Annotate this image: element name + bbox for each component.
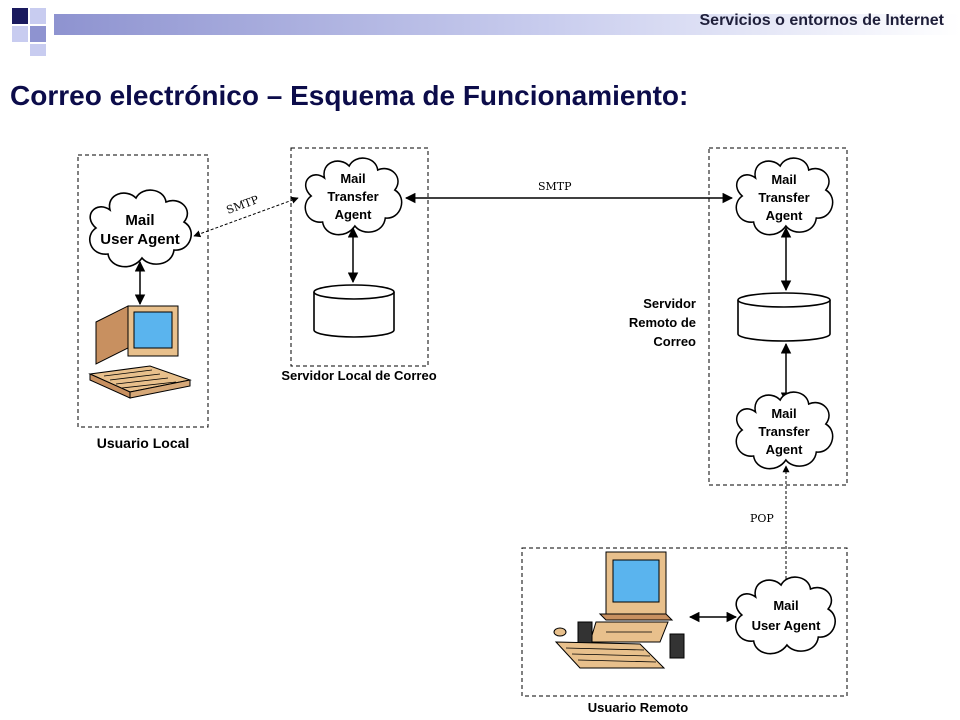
logo-square-mid (30, 26, 46, 42)
smtp-local-link (193, 196, 299, 238)
logo-square-dark (12, 8, 28, 24)
local-computer-icon (88, 305, 192, 399)
local-user-agent-line1: Mail (125, 212, 154, 229)
local-mta-line3: Agent (335, 207, 373, 222)
remote-user-agent-line1: Mail (773, 598, 798, 613)
logo-square-light-2 (12, 26, 28, 42)
slide-title: Correo electrónico – Esquema de Funciona… (10, 80, 689, 111)
local-user-agent-line2: User Agent (100, 231, 179, 248)
remote-server-label-line3: Correo (653, 334, 696, 349)
local-user-box-label: Usuario Local (97, 435, 190, 451)
logo-square-light-3 (30, 44, 46, 56)
local-server-box (290, 147, 429, 367)
pop-label: POP (750, 512, 774, 525)
remote-user-box-label: Usuario Remoto (588, 700, 688, 715)
header-bar (12, 8, 960, 56)
remote-computer-icon (553, 551, 685, 669)
local-user-box (77, 154, 209, 428)
header-title: Servicios o entornos de Internet (699, 12, 945, 29)
remote-mta-top-line3: Agent (766, 208, 804, 223)
remote-user-box (521, 547, 848, 697)
remote-server-label-line1: Servidor (643, 296, 696, 311)
remote-user-agent-line2: User Agent (752, 618, 822, 633)
remote-mta-bottom-line1: Mail (771, 406, 796, 421)
remote-mta-bottom-line3: Agent (766, 442, 804, 457)
remote-server-label-line2: Remoto de (629, 315, 696, 330)
header-gradient-band (54, 14, 960, 35)
remote-mta-top-line2: Transfer (758, 190, 809, 205)
remote-mta-top-line1: Mail (771, 172, 796, 187)
remote-mta-bottom-line2: Transfer (758, 424, 809, 439)
remote-user-agent-cloud (734, 576, 836, 655)
smtp-remote-label: SMTP (538, 180, 572, 193)
local-mailbox-database-icon (313, 284, 395, 338)
remote-mailbox-database-icon (737, 292, 831, 342)
local-server-box-label: Servidor Local de Correo (281, 368, 436, 383)
local-mta-line1: Mail (340, 171, 365, 186)
local-mta-line2: Transfer (327, 189, 378, 204)
logo-square-light-1 (30, 8, 46, 24)
